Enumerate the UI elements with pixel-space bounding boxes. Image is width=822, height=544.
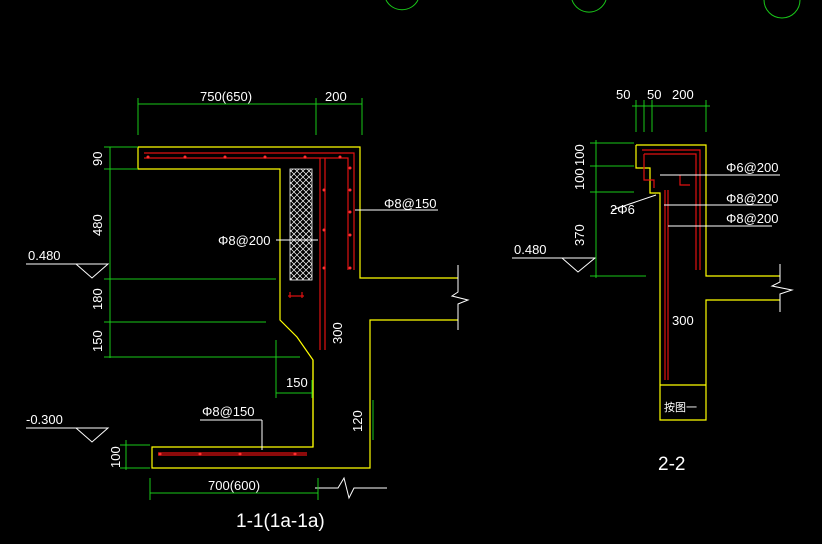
rebar-label-2: Φ8@200 [218, 233, 271, 248]
dim-h-300: 300 [330, 322, 345, 344]
dim-h-100a: 100 [572, 144, 587, 166]
rebar-label-s2-1: Φ6@200 [726, 160, 779, 175]
level-upper: 0.480 [28, 248, 61, 263]
dim-w-200: 200 [672, 87, 694, 102]
dim-w-150: 150 [286, 375, 308, 390]
dim-w-50b: 50 [647, 87, 661, 102]
section-1-dimension-lines [104, 98, 374, 500]
rebar-label-3: Φ8@150 [202, 404, 255, 419]
section-1-labels: 750(650) 200 90 480 180 150 150 300 120 … [26, 89, 437, 532]
rebar-label-s2-4: 2Φ6 [610, 202, 635, 217]
level-markers [26, 257, 597, 443]
section-2-title: 2-2 [658, 454, 685, 475]
section-2-labels: 50 50 200 100 100 370 300 0.480 Φ6@200 Φ… [514, 87, 779, 475]
rebar-label-1: Φ8@150 [384, 196, 437, 211]
section-2-dimension-lines [590, 100, 710, 278]
rebar-label-s2-2: Φ8@200 [726, 191, 779, 206]
insulation-hatch [289, 168, 313, 281]
dim-top-width: 750(650) [200, 89, 252, 104]
dim-h-370: 370 [572, 224, 587, 246]
dim-w-50a: 50 [616, 87, 630, 102]
section-2-note: 按图一 [664, 400, 697, 414]
top-edge-arcs [385, 0, 801, 19]
section-2-outline [635, 144, 780, 421]
section-1-break-lines [315, 265, 470, 500]
dim-h-100: 100 [108, 446, 123, 468]
dim-h-300-s2: 300 [672, 313, 694, 328]
dim-h-180: 180 [90, 288, 105, 310]
dim-h-100b: 100 [572, 168, 587, 190]
section-2-leader-lines [611, 174, 780, 227]
dim-h-90: 90 [90, 152, 105, 166]
rebar-label-s2-3: Φ8@200 [726, 211, 779, 226]
dim-bottom-width: 700(600) [208, 478, 260, 493]
level-lower: -0.300 [26, 412, 63, 427]
dim-h-120: 120 [350, 410, 365, 432]
section-2-rebar [642, 149, 701, 380]
dim-h-480: 480 [90, 214, 105, 236]
section-1-title: 1-1(1a-1a) [236, 511, 325, 532]
section-1-outline [137, 146, 458, 469]
dim-h-150: 150 [90, 330, 105, 352]
dim-top-right: 200 [325, 89, 347, 104]
section-2-break-lines [770, 264, 794, 312]
section-1-leader-lines [200, 209, 438, 450]
level-s2: 0.480 [514, 242, 547, 257]
section-1-rebar-dots [146, 155, 352, 456]
